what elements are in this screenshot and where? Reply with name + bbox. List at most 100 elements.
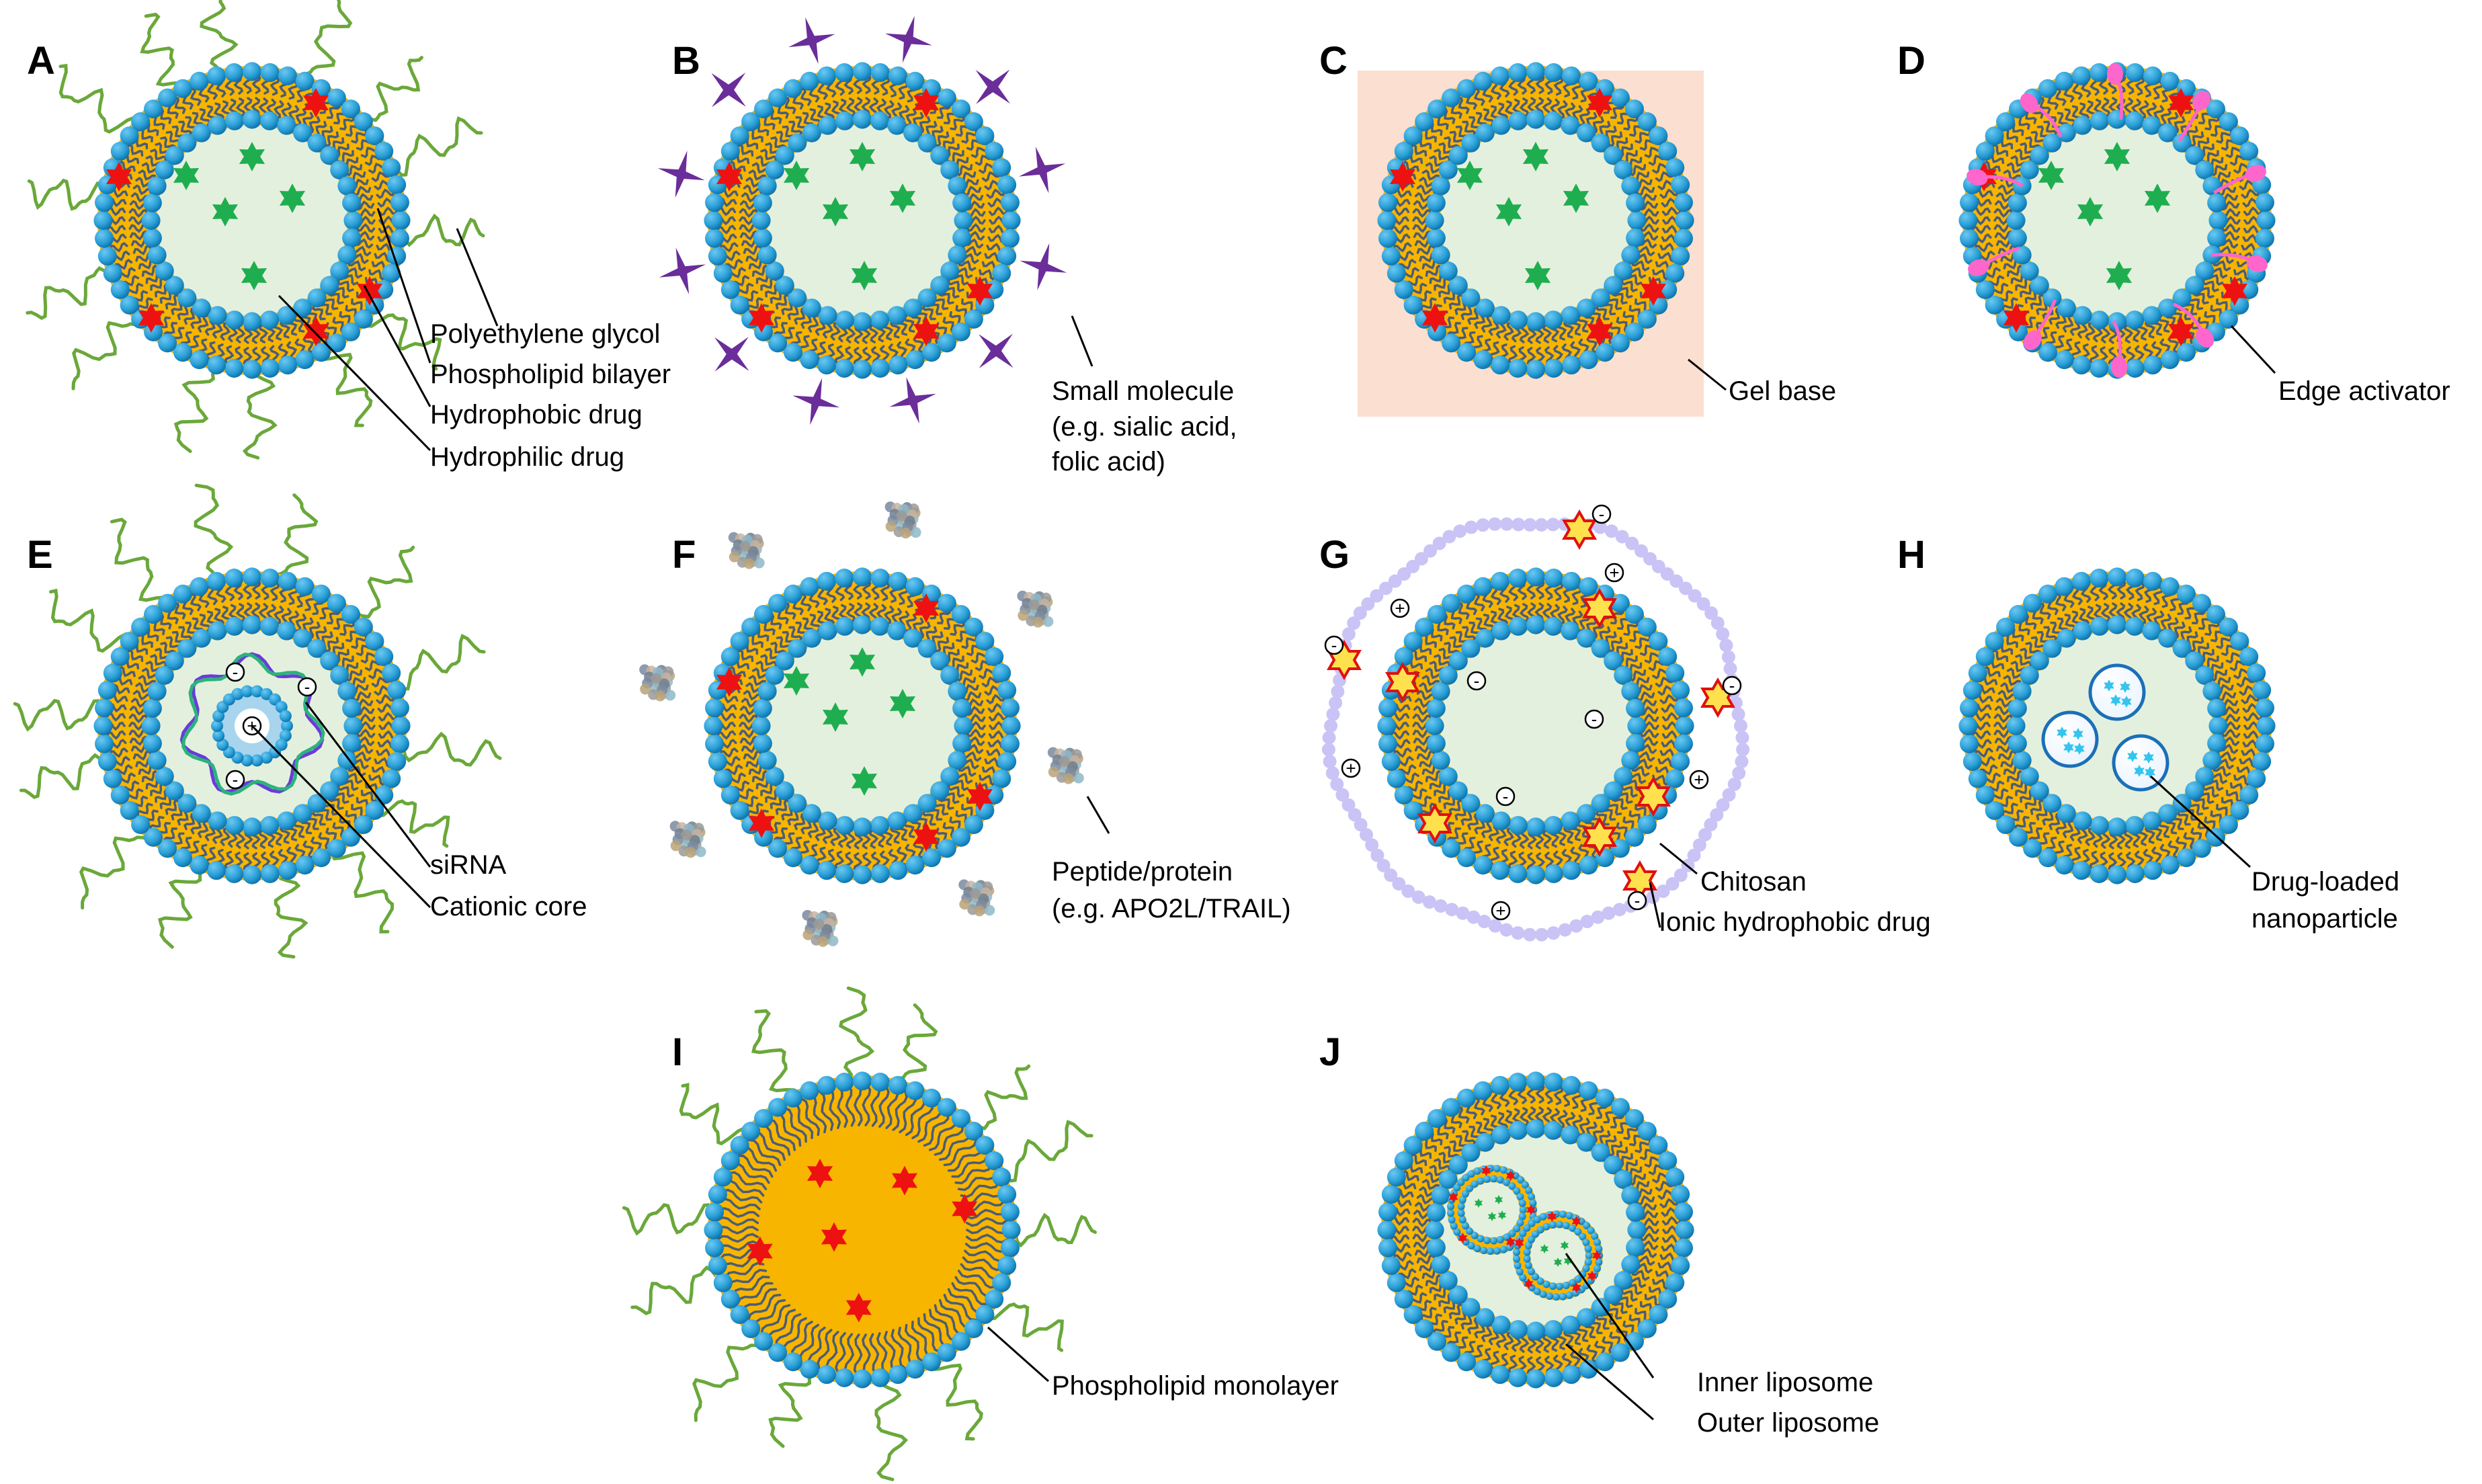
label-edge-activator: Edge activator <box>2278 376 2450 406</box>
lipid-head <box>753 229 772 248</box>
leader-line <box>1688 358 1727 391</box>
inner-lipid-head <box>1461 1222 1469 1230</box>
chitosan-unit <box>1716 627 1730 641</box>
lipid-head <box>1577 1132 1596 1152</box>
lipid-head <box>243 817 261 837</box>
inner-lipid-head <box>1496 1176 1504 1184</box>
inner-lipid-head <box>1531 1273 1539 1281</box>
positive-charge <box>1390 598 1410 618</box>
lipid-head <box>1544 358 1563 378</box>
label-drug-loaded: Drug-loaded <box>2251 867 2399 897</box>
lipid-head <box>206 571 226 591</box>
lipid-head <box>1579 856 1598 875</box>
inner-lipid-head <box>1577 1286 1585 1294</box>
inner-lipid-head <box>1531 1230 1539 1238</box>
lipid-head <box>817 356 836 375</box>
lipid-head <box>1457 848 1477 868</box>
chitosan-unit <box>1710 616 1725 630</box>
protein-residue <box>695 846 706 858</box>
lipid-head <box>2042 133 2062 153</box>
aqueous-core <box>767 630 958 821</box>
protein-residue <box>1028 599 1040 610</box>
panel-letter-E: E <box>27 533 53 577</box>
charge-symbol: - <box>1599 504 1605 524</box>
hydrophobic-drug <box>1458 1233 1468 1243</box>
lipid-head <box>937 333 956 353</box>
chitosan-unit <box>1651 559 1665 573</box>
lipid-head <box>917 794 937 813</box>
lipid-head <box>1490 1075 1509 1095</box>
lipid-head <box>387 175 407 194</box>
inner-lipid-head <box>1473 1167 1481 1175</box>
lipid-head <box>307 638 327 658</box>
lipid-head <box>1508 616 1528 636</box>
lipid-head <box>1673 698 1693 718</box>
lipid-head <box>835 111 854 130</box>
lipid-head <box>1562 66 1581 85</box>
lipid-head <box>870 569 890 588</box>
chitosan-unit <box>1604 524 1618 538</box>
lipid-head <box>147 751 167 770</box>
lipid-head <box>705 1238 725 1258</box>
lipid-head <box>2090 864 2109 883</box>
micelle-head <box>279 710 292 723</box>
lipid-head <box>768 593 788 613</box>
lipid-head <box>1491 116 1511 135</box>
lipid-head <box>2192 839 2211 858</box>
lipid-head <box>757 751 777 770</box>
lipid-head <box>1475 628 1495 648</box>
hydrophilic-drug <box>2144 183 2171 213</box>
protein-residue <box>896 510 907 522</box>
lipid-head <box>1438 767 1458 786</box>
lipid-head <box>930 146 950 165</box>
chitosan-unit <box>1669 574 1684 588</box>
lipid-head <box>921 343 941 362</box>
chitosan-unit <box>1643 552 1657 566</box>
lipid-head <box>1665 1167 1685 1187</box>
lipid-head <box>2247 769 2266 788</box>
peg-chain <box>874 1379 909 1481</box>
lipid-head <box>1461 288 1481 308</box>
hydrophobic-drug <box>2167 317 2194 346</box>
lipid-head <box>1508 1073 1528 1092</box>
lipid-head <box>853 615 872 634</box>
lipid-head <box>730 800 749 820</box>
protein-residue <box>681 829 692 841</box>
charge-symbol: - <box>1503 786 1509 807</box>
lipid-head <box>243 615 261 634</box>
lipid-head <box>720 280 740 299</box>
lipid-head <box>1426 229 1446 248</box>
lipid-head <box>1415 1319 1434 1338</box>
peg-chain <box>274 493 319 577</box>
hydrophilic-drug <box>1553 1258 1563 1267</box>
lipid-head <box>103 769 122 788</box>
lipid-head <box>1442 333 1461 353</box>
inner-lipid-head <box>1467 1241 1475 1249</box>
lipid-head <box>2042 288 2062 308</box>
lipid-head <box>1665 1273 1685 1292</box>
nanoparticle-drug <box>2120 681 2131 693</box>
inner-lipid-head <box>1533 1287 1541 1295</box>
lipid-head <box>1490 571 1509 591</box>
protein-residue <box>1042 616 1054 627</box>
lipid-head <box>2219 815 2238 834</box>
positive-charge <box>1689 770 1709 790</box>
chitosan-unit <box>1696 597 1710 611</box>
lipid-head <box>260 111 280 130</box>
lipid-head <box>741 618 761 637</box>
lipid-head <box>2207 229 2227 248</box>
inner-lipid-head <box>1539 1290 1547 1298</box>
peg-chains <box>13 483 502 959</box>
hydrophobic-drug <box>913 822 940 852</box>
lipid-head <box>1960 698 1979 718</box>
lipid-head <box>224 616 244 636</box>
lipid-head <box>1438 1169 1458 1189</box>
lipid-head <box>192 123 211 142</box>
lipid-head <box>2160 71 2180 91</box>
lipid-head <box>2125 816 2145 835</box>
lipid-head <box>1431 245 1450 265</box>
ionic-hydrophobic-drug <box>1417 802 1452 844</box>
hydrophobic-drug <box>302 88 329 118</box>
lipid-head <box>1544 616 1563 636</box>
lipid-head <box>1526 62 1545 81</box>
